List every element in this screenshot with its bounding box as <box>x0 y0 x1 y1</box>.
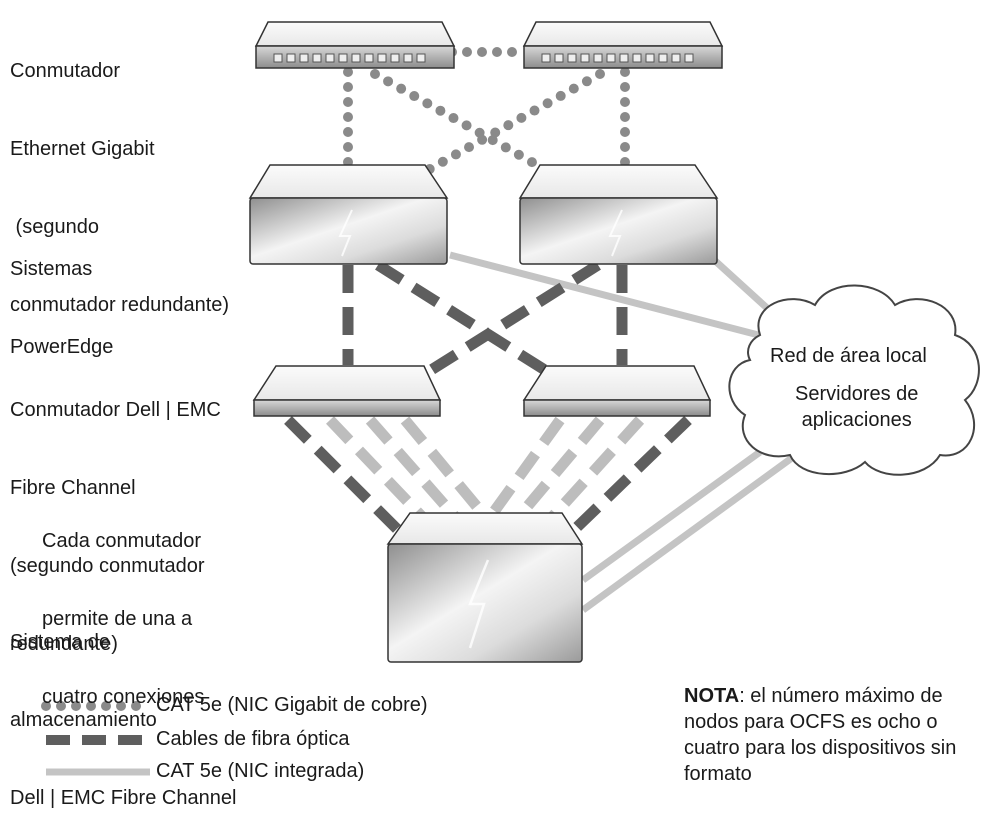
label-line: (segundo <box>10 216 99 238</box>
legend-fiber-label: Cables de fibra óptica <box>156 728 350 750</box>
label-line: Conmutador Dell | EMC <box>10 399 221 421</box>
copper-cable <box>423 69 605 175</box>
lan-cloud <box>728 284 980 476</box>
integrated-cable <box>449 251 771 342</box>
cloud-servers-label: Servidores de aplicaciones <box>795 381 918 433</box>
gigabit-switch-left <box>254 21 456 69</box>
note-prefix: NOTA <box>684 685 740 707</box>
fiber-cables-light <box>326 416 645 529</box>
fiber-cable-light <box>540 416 645 529</box>
label-line: Sistema de <box>10 631 111 653</box>
label-line: Servidores de <box>795 383 919 405</box>
gigabit-switch-label: Conmutador Ethernet Gigabit (segundo con… <box>10 6 229 344</box>
label-line: Conmutador <box>10 60 121 82</box>
copper-cable <box>370 69 551 175</box>
label-line: conmutador redundante) <box>10 294 230 316</box>
label-line: Fibre Channel <box>10 477 136 499</box>
fiber-cable-light <box>326 416 434 529</box>
fc-switch-label: Conmutador Dell | EMC Fibre Channel (seg… <box>10 345 221 683</box>
label-line: Dell | EMC Fibre Channel <box>10 787 237 809</box>
fiber-cable <box>284 416 404 536</box>
label-line: aplicaciones <box>801 409 912 431</box>
network-diagram <box>41 21 980 776</box>
label-line: Sistemas <box>10 258 93 280</box>
cloud-lan-label: Red de área local <box>770 345 927 367</box>
fiber-cable <box>425 260 601 377</box>
fiber-cable-light <box>365 416 463 524</box>
fiber-cable-light <box>400 416 493 524</box>
fiber-cables <box>284 260 692 536</box>
connections-label: Cada conmutador permite de una a cuatro … <box>42 476 204 736</box>
label-line: PowerEdge <box>10 336 114 358</box>
integrated-cables <box>449 251 803 613</box>
poweredge-server-left <box>248 164 449 265</box>
fiber-cable-light <box>483 416 565 524</box>
note-text: : el número máximo de nodos para OCFS es… <box>684 685 957 785</box>
fiber-cable <box>375 260 551 377</box>
label-line: Cada conmutador <box>42 530 201 552</box>
label-line: permite de una a <box>42 608 193 630</box>
label-line: redundante) <box>10 633 118 655</box>
legend-copper-label: CAT 5e (NIC Gigabit de cobre) <box>156 694 428 716</box>
integrated-cable <box>580 449 763 583</box>
note: NOTA: el número máximo de nodos para OCF… <box>684 683 984 785</box>
gigabit-switch-right <box>522 21 724 69</box>
legend-integrated-label: CAT 5e (NIC integrada) <box>156 760 365 782</box>
poweredge-server-right <box>518 164 719 265</box>
fiber-cable-light <box>511 416 605 524</box>
fc-switch-left <box>252 365 442 417</box>
poweredge-label: Sistemas PowerEdge <box>10 204 113 386</box>
label-line: cuatro conexiones <box>42 686 205 708</box>
fiber-cable <box>568 416 692 536</box>
label-line: (segundo conmutador <box>10 555 205 577</box>
copper-cables <box>343 47 630 175</box>
storage-system <box>386 512 584 663</box>
label-line: almacenamiento <box>10 709 157 731</box>
fc-switch-right <box>522 365 712 417</box>
label-line: Ethernet Gigabit <box>10 138 155 160</box>
integrated-cable <box>580 449 803 613</box>
